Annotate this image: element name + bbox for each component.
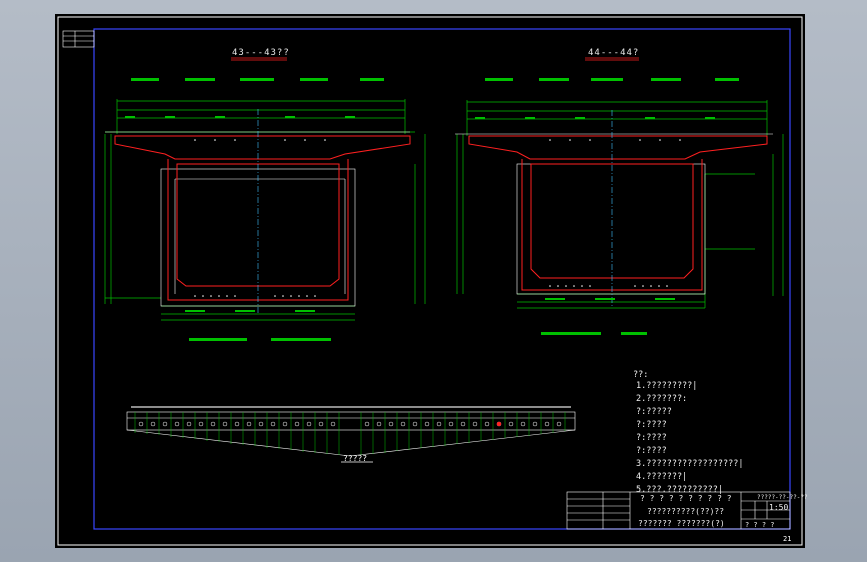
right-section-white: [455, 133, 773, 295]
title-block: [566, 491, 791, 530]
right-section-dims: [456, 100, 784, 309]
left-section-title: 43---43??: [232, 48, 290, 58]
drawing-scale: 1:50: [769, 503, 789, 512]
right-title-underline: [585, 57, 639, 61]
drawing-code: ?????-??-??-??: [757, 494, 808, 501]
note-item: 2.???????:: [636, 394, 688, 404]
elevation-label: ?????: [343, 454, 368, 463]
outer-frame: [57, 16, 803, 546]
elevation-ticks: [134, 412, 566, 455]
note-item: 3.??????????????????|: [636, 459, 744, 469]
right-section-outline: [468, 135, 768, 291]
drawing-sheet: 43---43?? 44---44? ????? ??: 1.?????????…: [55, 14, 808, 548]
right-rebar-dots: [549, 139, 681, 287]
cad-drawing: [57, 16, 803, 546]
elevation-strip: [126, 411, 576, 457]
title-block-line3: ??????? ???????(?): [638, 519, 725, 528]
note-item: ?:????: [636, 446, 667, 456]
elevation-marker: [496, 421, 502, 427]
note-item: ?:?????: [636, 407, 672, 417]
notes-header: ??:: [633, 370, 649, 380]
inner-frame: [93, 28, 791, 530]
note-item: 1.?????????|: [636, 381, 698, 391]
sheet-reference: ? ? ? ?: [745, 521, 775, 529]
note-item: 4.???????|: [636, 472, 688, 482]
title-block-line1: ? ? ? ? ? ? ? ? ? ?: [640, 494, 732, 503]
left-section-white: [105, 131, 410, 307]
left-rebar-dots: [194, 139, 326, 297]
right-annotations: [475, 78, 739, 335]
title-block-line2: ??????????(??)??: [647, 507, 725, 516]
right-section-title: 44---44?: [588, 48, 640, 58]
note-item: 5.???.??????????|: [636, 485, 723, 495]
elevation-circles: [138, 421, 562, 427]
elevation-top-labels: [131, 406, 571, 408]
left-annotations: [125, 78, 384, 341]
left-section-outline: [114, 135, 411, 301]
left-title-underline: [231, 57, 287, 61]
note-item: ?:????: [636, 420, 667, 430]
page-number: 21: [783, 535, 792, 543]
note-item: ?:????: [636, 433, 667, 443]
corner-stamp: [62, 30, 95, 48]
